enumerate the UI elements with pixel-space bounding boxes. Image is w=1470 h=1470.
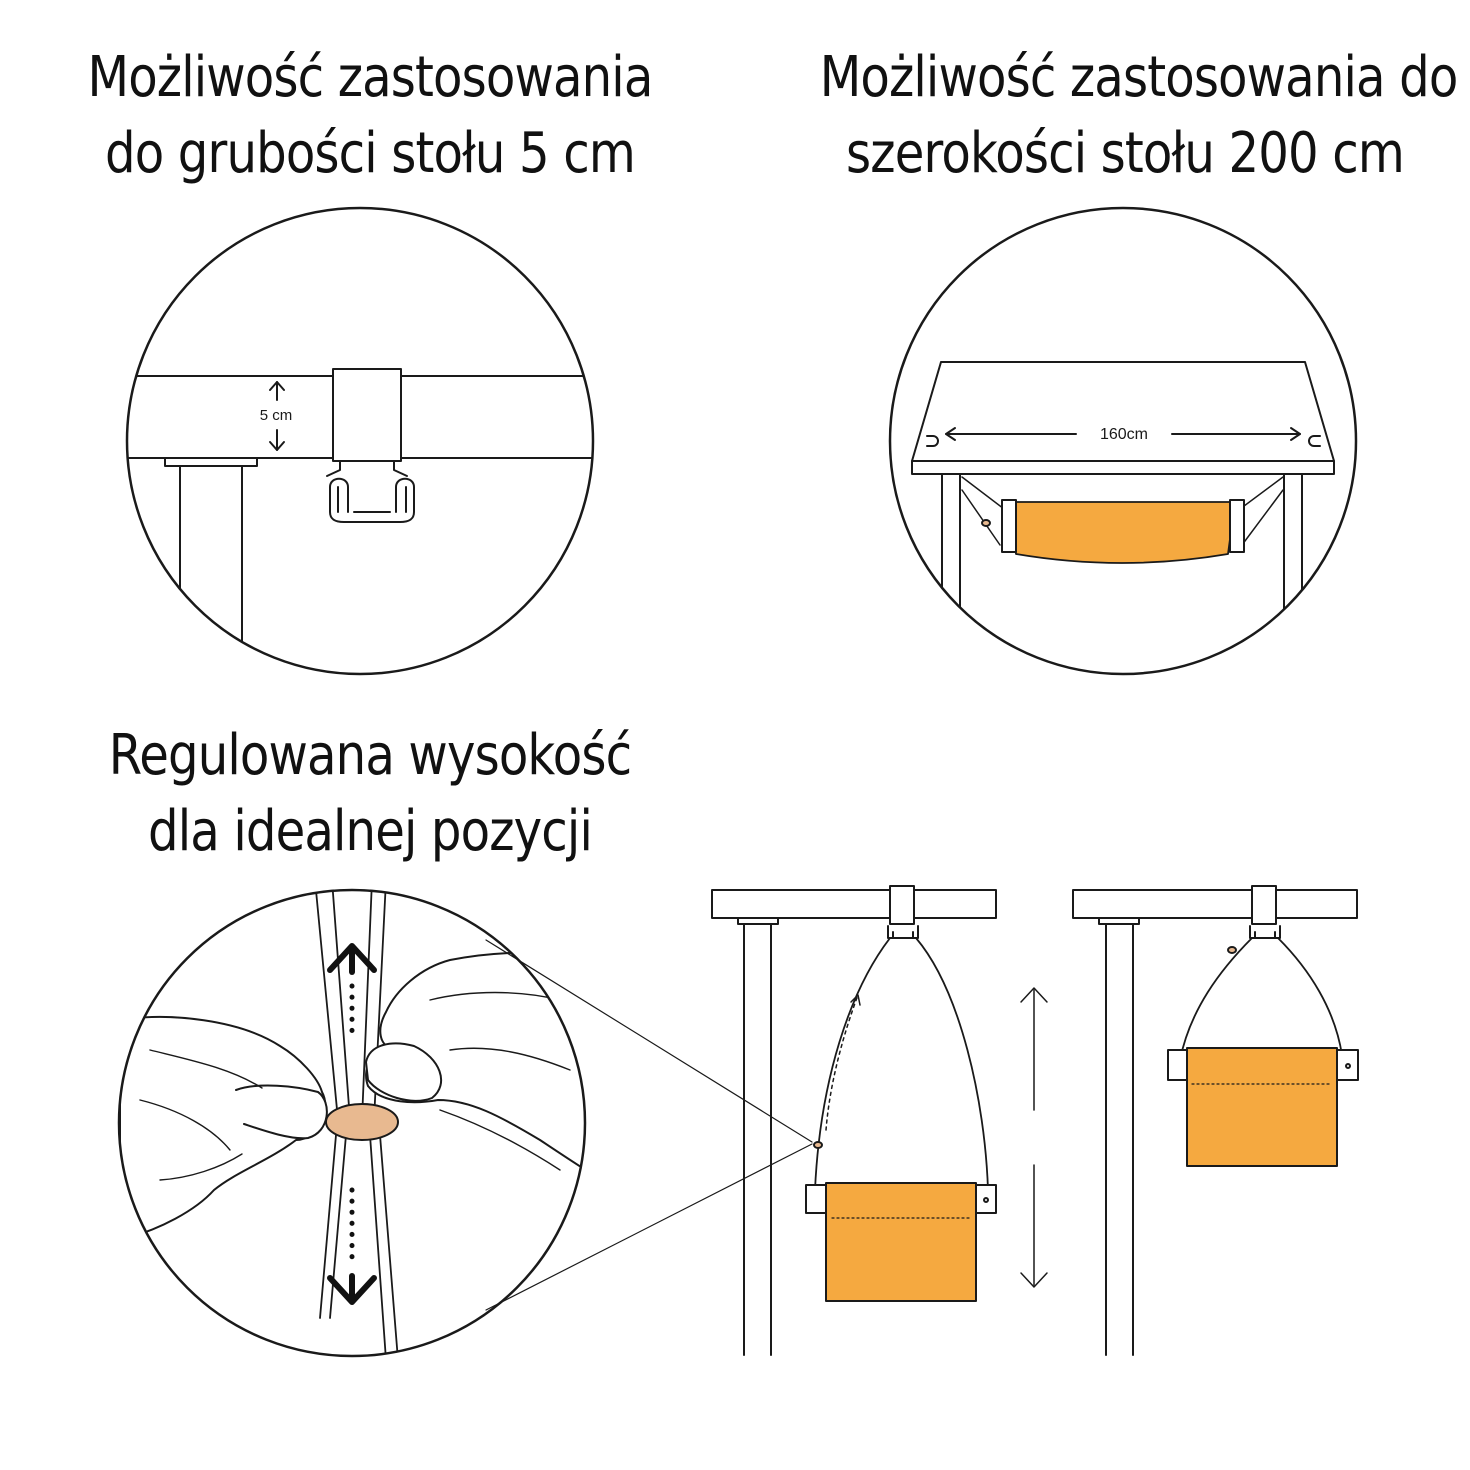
height-range-arrow bbox=[1020, 987, 1048, 1288]
right-thumb bbox=[365, 1042, 443, 1102]
width-title: Możliwość zastosowania do szerokości sto… bbox=[819, 40, 1459, 192]
width-detail-circle: 160cm bbox=[888, 206, 1358, 676]
hand-detail-lines bbox=[139, 991, 571, 1181]
height-title: Regulowana wysokość dla idealnej pozycji bbox=[69, 718, 671, 870]
clamp-hook-icon bbox=[326, 368, 415, 523]
zoom-pointer-lines bbox=[485, 939, 813, 1311]
footrest-lowered bbox=[825, 1182, 977, 1302]
left-thumb bbox=[235, 1084, 328, 1140]
thickness-title-line1: Możliwość zastosowania bbox=[87, 45, 654, 110]
hammock-footrest bbox=[1009, 501, 1236, 564]
thickness-dimension-label: 5 cm bbox=[260, 407, 293, 424]
table-leg bbox=[164, 457, 258, 674]
footrest-raised bbox=[1186, 1047, 1338, 1167]
thickness-dimension-arrow bbox=[269, 381, 285, 451]
lowered-footrest-scene bbox=[711, 885, 1048, 1356]
width-title-line1: Możliwość zastosowania do bbox=[819, 45, 1459, 110]
height-title-line1: Regulowana wysokość bbox=[108, 723, 632, 788]
hook-icon-raised bbox=[1249, 925, 1281, 939]
adjustment-detail-circle bbox=[117, 888, 813, 1358]
width-dimension-label: 160cm bbox=[1100, 426, 1148, 443]
thickness-detail-circle: 5 cm bbox=[125, 206, 595, 676]
height-title-line2: dla idealnej pozycji bbox=[148, 799, 593, 864]
hook-icon bbox=[887, 925, 919, 939]
cord-lock-slider bbox=[325, 1103, 399, 1141]
thickness-title: Możliwość zastosowania do grubości stołu… bbox=[69, 40, 671, 192]
raised-footrest-scene bbox=[1072, 885, 1359, 1356]
thickness-title-line2: do grubości stołu 5 cm bbox=[105, 121, 636, 186]
width-title-line2: szerokości stołu 200 cm bbox=[846, 121, 1405, 186]
width-dimension-arrow bbox=[945, 427, 1301, 441]
up-down-arrow-icon bbox=[327, 943, 377, 1305]
